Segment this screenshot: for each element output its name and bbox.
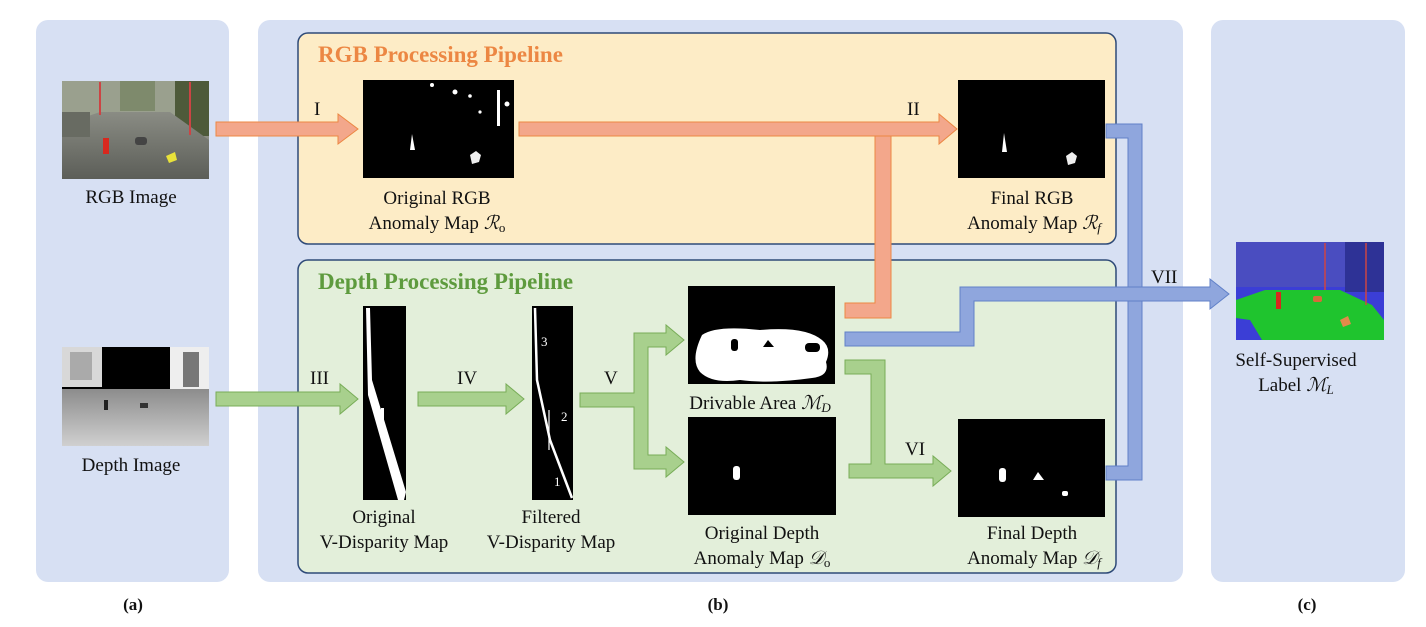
panel-label-b: (b)	[708, 595, 729, 614]
step-label-5: V	[604, 368, 618, 389]
drivable-area-caption: Drivable Area ℳD	[689, 393, 831, 415]
original-rgb-map-caption-line2: Anomaly Map ℛo	[369, 213, 506, 235]
label-caption-line1: Self-Supervised	[1235, 350, 1357, 371]
depth-image-caption: Depth Image	[82, 455, 181, 476]
filtered-v-disparity-mark-1: 1	[554, 474, 561, 489]
final-rgb-map-caption-line1: Final RGB	[991, 188, 1074, 209]
self-supervised-label-image	[1236, 242, 1384, 340]
original-rgb-map-caption-line1: Original RGB	[383, 188, 490, 209]
original-depth-map-caption-line1: Original Depth	[705, 523, 820, 544]
step-label-6: VI	[905, 439, 925, 460]
rgb-pipeline-title: RGB Processing Pipeline	[318, 42, 563, 67]
original-depth-map-caption-line2: Anomaly Map 𝒟o	[694, 548, 831, 570]
drivable-to-rgb-connector	[844, 135, 892, 319]
filtered-v-disparity-mark-3: 3	[541, 334, 548, 349]
rgb-image	[62, 81, 209, 179]
depth-image	[62, 347, 209, 446]
drivable-area-map	[688, 286, 835, 384]
arrow-step-5	[579, 323, 685, 479]
panel-label-c: (c)	[1298, 595, 1317, 614]
arrow-step-6	[844, 359, 952, 488]
original-v-disparity-map	[363, 306, 406, 500]
step-label-7: VII	[1151, 267, 1177, 288]
step-label-2: II	[907, 99, 920, 120]
arrow-step-4	[417, 382, 525, 416]
arrow-step-3	[215, 382, 359, 416]
final-depth-map-caption-line2: Anomaly Map 𝒟f	[967, 548, 1103, 570]
panel-label-a: (a)	[123, 595, 143, 614]
arrow-step-1	[215, 113, 359, 145]
arrow-step-2	[518, 112, 958, 146]
final-rgb-to-label-connector	[1105, 123, 1143, 481]
depth-pipeline-title: Depth Processing Pipeline	[318, 269, 573, 294]
final-depth-map-caption-line1: Final Depth	[987, 523, 1078, 544]
final-rgb-map-caption-line2: Anomaly Map ℛf	[967, 213, 1103, 235]
filtered-v-disparity-caption-line2: V-Disparity Map	[487, 532, 616, 553]
filtered-v-disparity-mark-2: 2	[561, 409, 568, 424]
rgb-image-caption: RGB Image	[85, 187, 176, 208]
final-rgb-anomaly-map	[958, 80, 1105, 178]
step-label-1: I	[314, 99, 320, 120]
filtered-v-disparity-caption-line1: Filtered	[521, 507, 581, 528]
step-label-4: IV	[457, 368, 477, 389]
label-caption-line2: Label ℳL	[1258, 375, 1334, 397]
original-rgb-anomaly-map	[363, 80, 514, 178]
original-v-disparity-caption-line2: V-Disparity Map	[320, 532, 449, 553]
filtered-v-disparity-map: 3 2 1	[532, 306, 574, 500]
final-depth-anomaly-map	[958, 419, 1105, 517]
arrow-step-7	[844, 277, 1230, 347]
original-depth-anomaly-map	[688, 417, 836, 515]
step-label-3: III	[310, 368, 329, 389]
original-v-disparity-caption-line1: Original	[352, 507, 415, 528]
